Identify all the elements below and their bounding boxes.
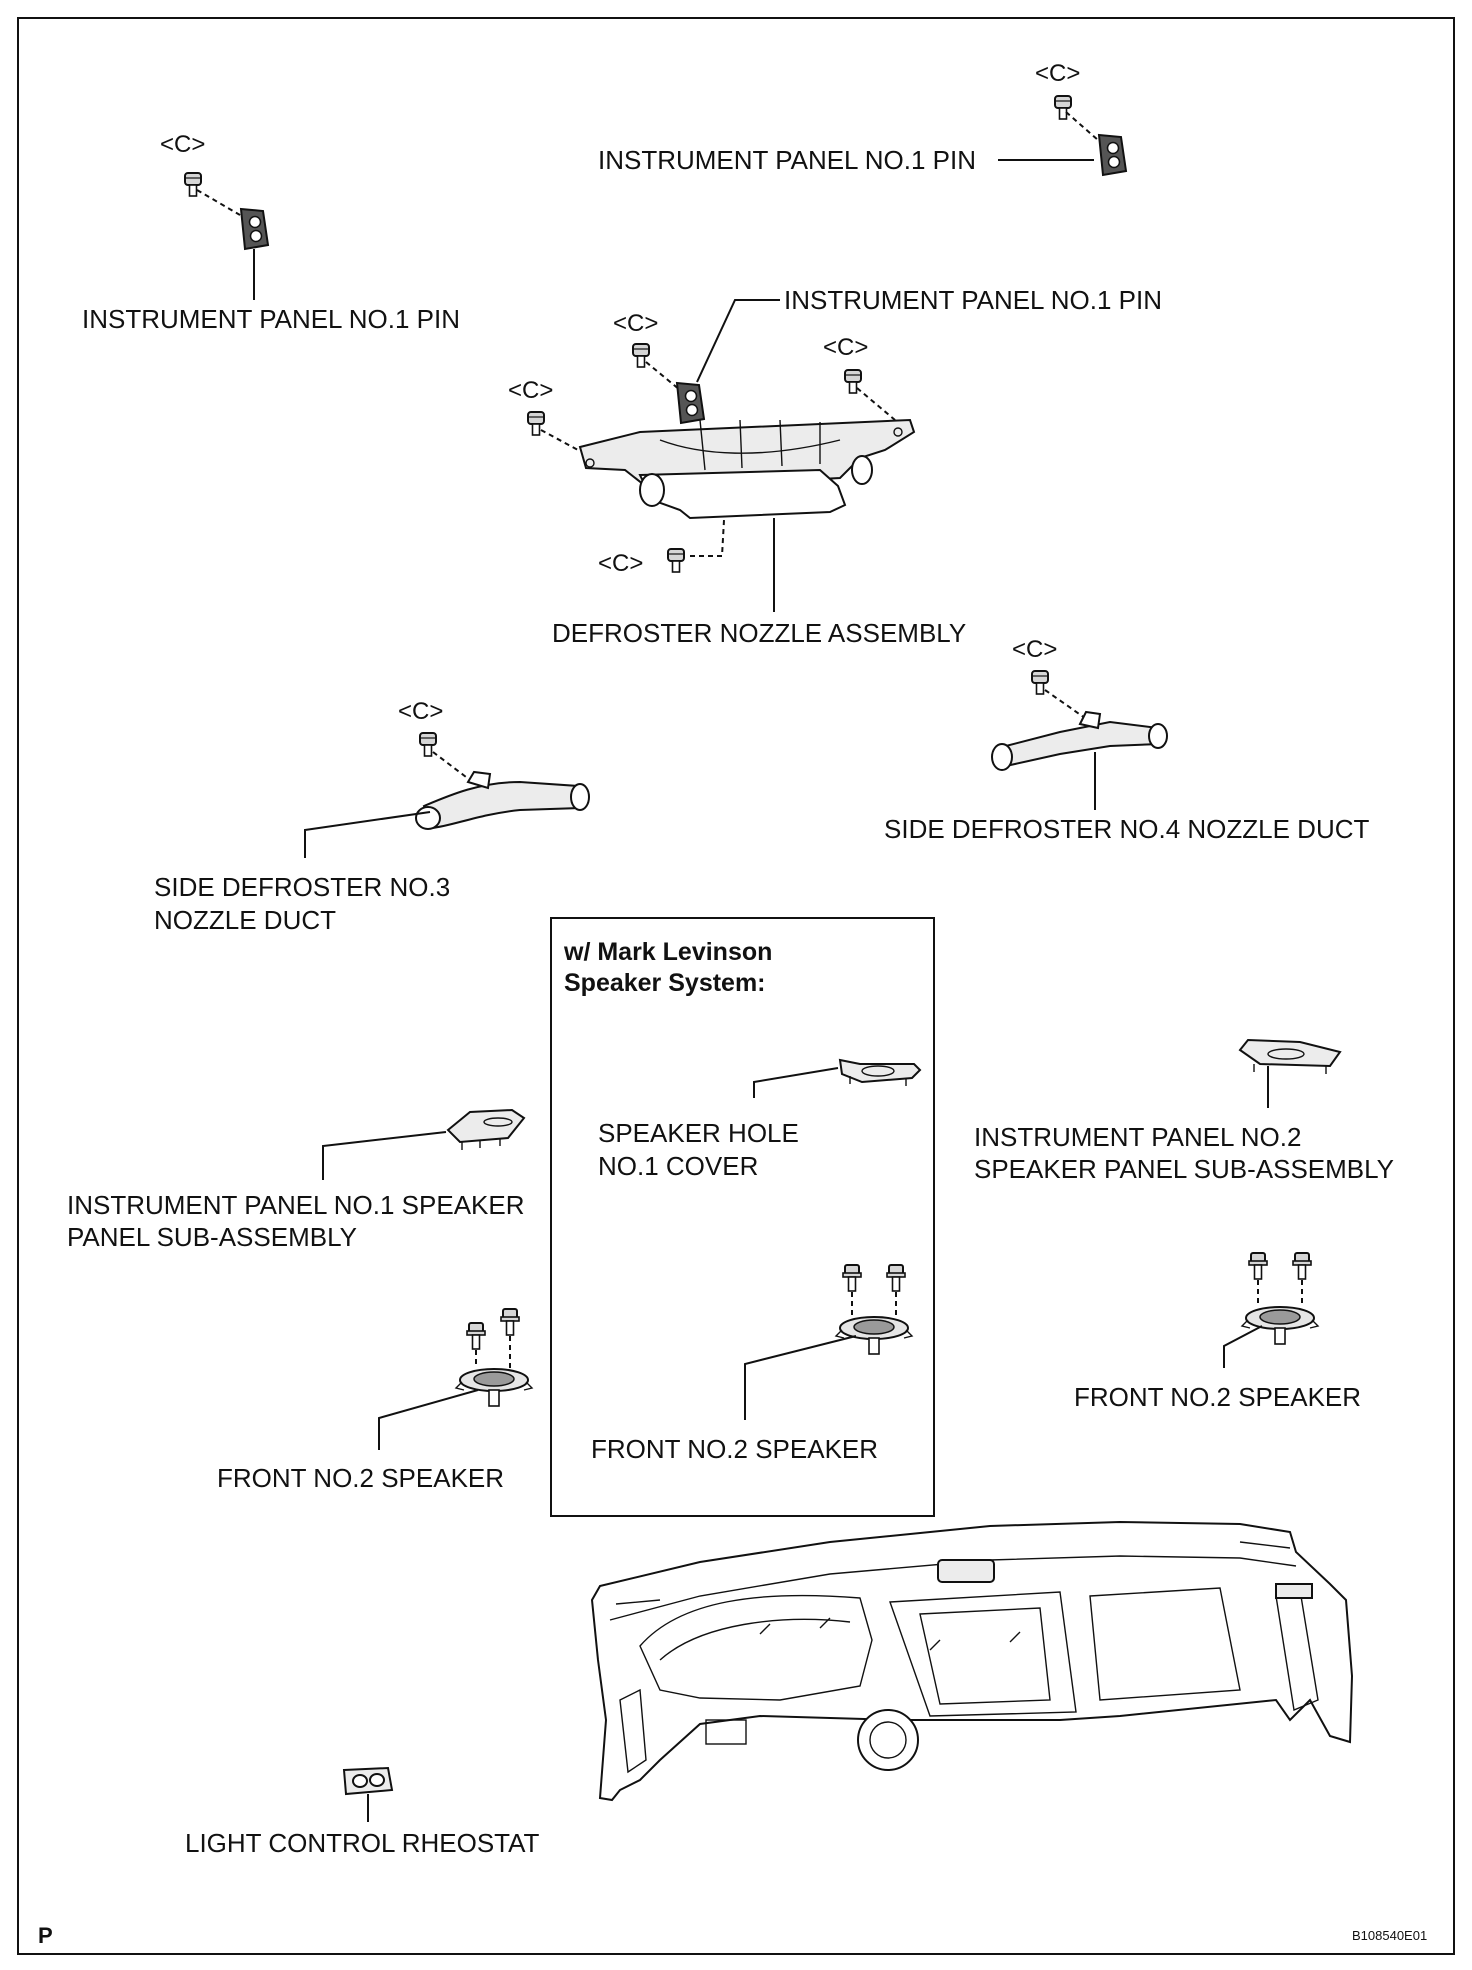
label-speaker-hole-line2: NO.1 COVER — [598, 1151, 758, 1181]
label-speaker-hole-line1: SPEAKER HOLE — [598, 1118, 799, 1148]
speaker-icon — [455, 1368, 533, 1407]
callout-c8: <C> — [1012, 636, 1057, 663]
defroster-nozzle-group: <C> <C> <C> <C> INSTRUMENT PANEL NO.1 PI… — [508, 285, 1162, 648]
box-title-line1: w/ Mark Levinson — [563, 938, 772, 966]
callout-c6: <C> — [598, 550, 643, 577]
callout-c2: <C> — [160, 131, 205, 158]
label-front-speaker-box: FRONT NO.2 SPEAKER — [591, 1434, 878, 1464]
callout-c1: <C> — [1035, 60, 1080, 87]
box-title-line2: Speaker System: — [564, 969, 766, 997]
corner-mark-p: P — [38, 1923, 53, 1948]
label-pin-left: INSTRUMENT PANEL NO.1 PIN — [82, 304, 460, 334]
bolt-icon — [842, 1264, 862, 1292]
figure-code: B108540E01 — [1352, 1928, 1427, 1943]
label-defroster-nozzle: DEFROSTER NOZZLE ASSEMBLY — [552, 618, 966, 648]
label-speaker-panel-2-line1: INSTRUMENT PANEL NO.2 — [974, 1122, 1301, 1152]
label-pin-top-right: INSTRUMENT PANEL NO.1 PIN — [598, 145, 976, 175]
front-speaker-left-group: FRONT NO.2 SPEAKER — [217, 1308, 533, 1493]
bolt-icon — [1292, 1252, 1312, 1280]
light-control-rheostat-icon — [342, 1766, 394, 1796]
bolt-icon — [527, 411, 545, 436]
speaker-panel-2-icon — [1238, 1038, 1342, 1068]
bolt-icon — [466, 1322, 486, 1350]
callout-c3: <C> — [613, 310, 658, 337]
instrument-panel-pin-icon — [1098, 134, 1127, 176]
speaker-hole-cover-icon — [838, 1058, 922, 1084]
speaker-panel-1-group: INSTRUMENT PANEL NO.1 SPEAKER PANEL SUB-… — [67, 1108, 526, 1252]
speaker-icon — [1241, 1306, 1319, 1345]
label-side-defroster-4: SIDE DEFROSTER NO.4 NOZZLE DUCT — [884, 814, 1369, 844]
bolt-icon — [500, 1308, 520, 1336]
instrument-panel-pin-icon — [676, 382, 705, 424]
diagram-frame — [17, 17, 1455, 1955]
bolt-icon — [1248, 1252, 1268, 1280]
label-front-speaker-left: FRONT NO.2 SPEAKER — [217, 1463, 504, 1493]
label-pin-center: INSTRUMENT PANEL NO.1 PIN — [784, 285, 1162, 315]
side-defroster-3-duct-icon — [422, 780, 582, 830]
side-defroster-4-duct-icon — [996, 720, 1162, 768]
callout-c7: <C> — [398, 698, 443, 725]
instrument-panel-pin-icon — [240, 208, 269, 250]
pin-left-group: <C> INSTRUMENT PANEL NO.1 PIN — [82, 131, 460, 334]
label-speaker-panel-2-line2: SPEAKER PANEL SUB-ASSEMBLY — [974, 1154, 1394, 1184]
instrument-panel-dashboard-icon — [590, 1520, 1354, 1802]
label-side-defroster-3-line2: NOZZLE DUCT — [154, 905, 336, 935]
bolt-icon — [886, 1264, 906, 1292]
speaker-panel-1-icon — [446, 1108, 526, 1144]
bolt-icon — [184, 172, 202, 197]
side-defroster-3-group: <C> SIDE DEFROSTER NO.3 NOZZLE DUCT — [154, 698, 590, 935]
mark-levinson-box: w/ Mark Levinson Speaker System: SPEAKER… — [550, 917, 935, 1517]
pin-top-right-group: <C> INSTRUMENT PANEL NO.1 PIN — [598, 60, 1127, 176]
side-defroster-4-group: <C> SIDE DEFROSTER NO.4 NOZZLE DUCT — [884, 636, 1369, 844]
bolt-icon — [667, 548, 685, 573]
light-control-rheostat-group: LIGHT CONTROL RHEOSTAT — [185, 1766, 540, 1858]
label-front-speaker-right: FRONT NO.2 SPEAKER — [1074, 1382, 1361, 1412]
speaker-panel-2-group: INSTRUMENT PANEL NO.2 SPEAKER PANEL SUB-… — [974, 1038, 1394, 1184]
speaker-icon — [835, 1316, 913, 1355]
label-speaker-panel-1-line1: INSTRUMENT PANEL NO.1 SPEAKER — [67, 1190, 525, 1220]
front-speaker-right-group: FRONT NO.2 SPEAKER — [1074, 1252, 1361, 1412]
callout-c4: <C> — [823, 334, 868, 361]
label-light-control: LIGHT CONTROL RHEOSTAT — [185, 1828, 540, 1858]
label-speaker-panel-1-line2: PANEL SUB-ASSEMBLY — [67, 1222, 357, 1252]
label-side-defroster-3-line1: SIDE DEFROSTER NO.3 — [154, 872, 450, 902]
callout-c5: <C> — [508, 377, 553, 404]
